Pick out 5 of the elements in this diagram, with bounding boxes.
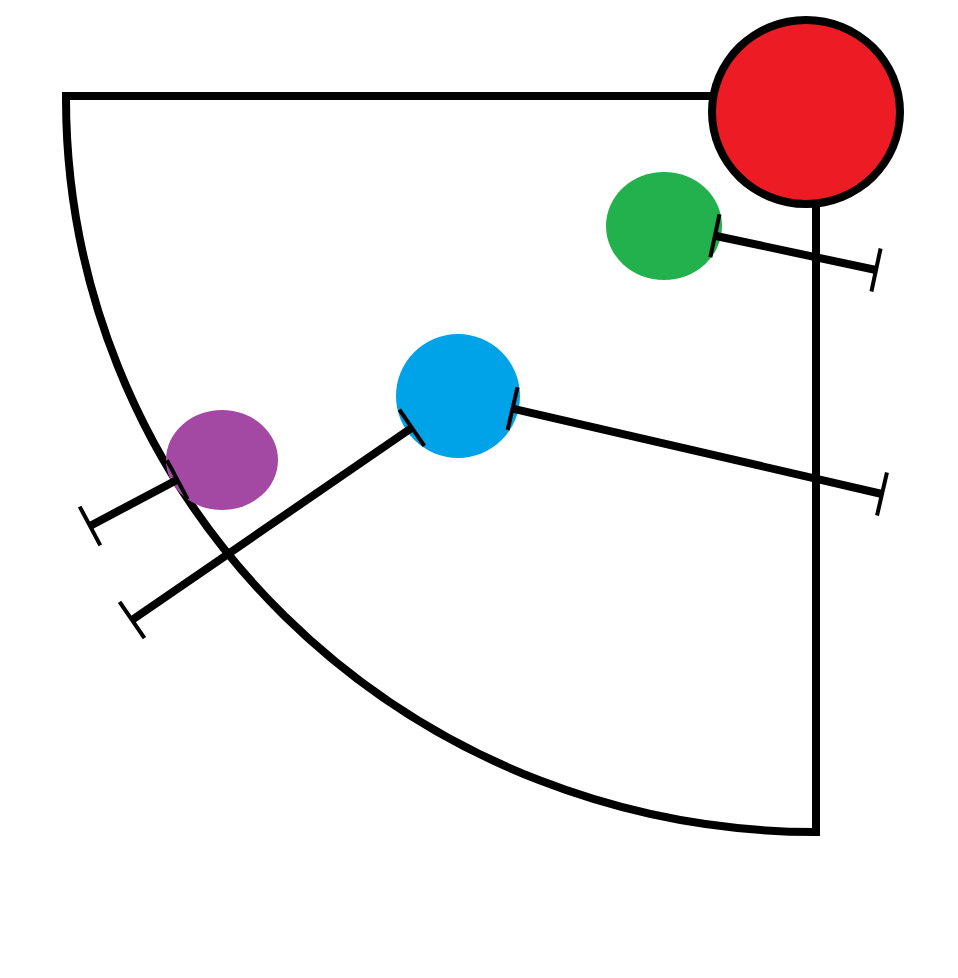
circle-node xyxy=(166,410,278,510)
measure-line xyxy=(77,458,190,548)
measure-line xyxy=(117,407,427,641)
measure-line xyxy=(505,385,889,518)
measure-line xyxy=(708,212,883,294)
